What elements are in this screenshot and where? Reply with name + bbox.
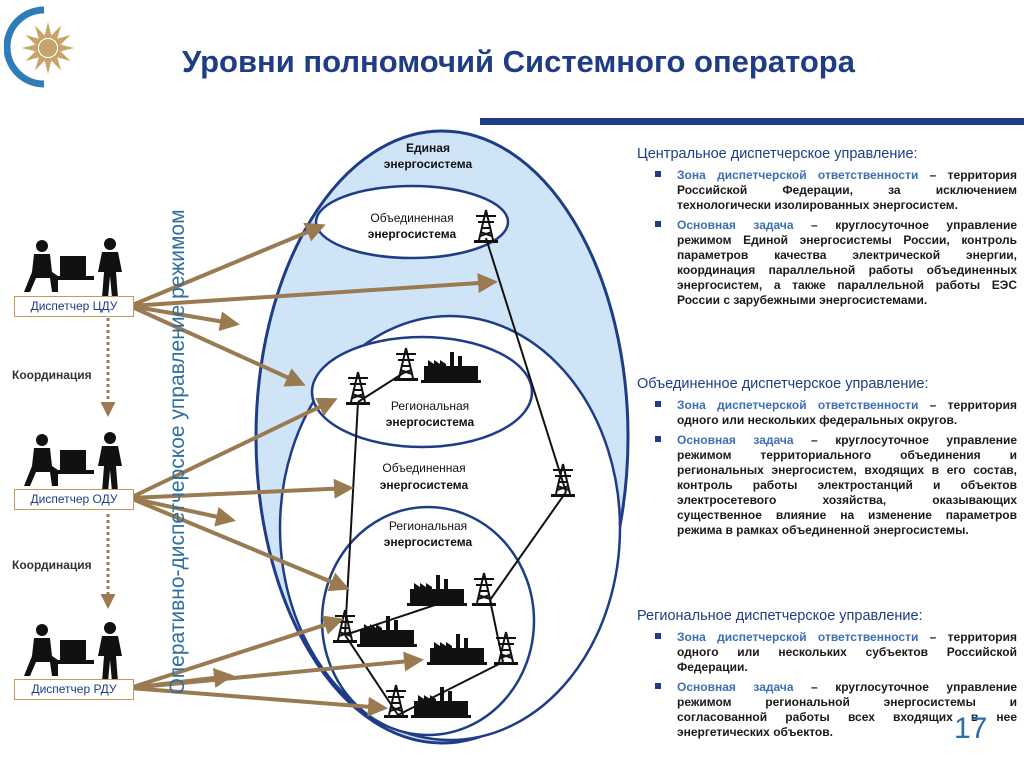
bullet-item: Зона диспетчерской ответственности – тер… (637, 168, 1017, 213)
dispatcher-odu-label: Диспетчер ОДУ (14, 489, 134, 510)
res-top-ellipse (310, 335, 534, 449)
dispatcher-rdu-label: Диспетчер РДУ (14, 679, 134, 700)
dispatcher-figure-icon (24, 238, 122, 298)
dispatcher-cdu-label: Диспетчер ЦДУ (14, 296, 134, 317)
control-arrows (129, 222, 498, 717)
oes-mid-label-2: энергосистема (380, 478, 469, 492)
bullet-item: Основная задача – круглосуточное управле… (637, 218, 1017, 308)
coordination-label: Координация (12, 368, 92, 382)
res-bottom-label-2: энергосистема (384, 535, 473, 549)
bullet-icon (655, 436, 661, 442)
oes-top-ellipse (314, 184, 510, 260)
res-top-label-1: Региональная (391, 399, 469, 413)
ues-label-1: Единая (406, 141, 450, 155)
oes-top-label-2: энергосистема (368, 227, 457, 241)
bullet-item: Зона диспетчерской ответственности – тер… (637, 398, 1017, 428)
oes-top-label-1: Объединенная (370, 211, 453, 225)
dispatcher-figure-icon (24, 622, 122, 682)
slide-number: 17 (954, 712, 988, 745)
bullet-icon (655, 171, 661, 177)
bullet-icon (655, 683, 661, 689)
bullet-item: Зона диспетчерской ответственности – тер… (637, 630, 1017, 675)
company-logo (4, 6, 74, 88)
bullet-icon (655, 221, 661, 227)
section-rdu: Региональное диспетчерское управление: З… (637, 608, 1017, 745)
section-odu: Объединенное диспетчерское управление: З… (637, 376, 1017, 543)
hierarchy-diagram: Единая энергосистема Объединенная энерго… (24, 129, 630, 745)
bullet-icon (655, 633, 661, 639)
title-underline (480, 118, 1024, 125)
dispatcher-figure-icon (24, 432, 122, 492)
ues-label-2: энергосистема (384, 157, 473, 171)
vertical-axis-label: Оперативно-диспетчерское управление режи… (166, 209, 189, 695)
bullet-item: Основная задача – круглосуточное управле… (637, 680, 1017, 740)
section-heading: Центральное диспетчерское управление: (637, 146, 918, 162)
section-heading: Региональное диспетчерское управление: (637, 608, 923, 624)
section-heading: Объединенное диспетчерское управление: (637, 376, 929, 392)
bullet-item: Основная задача – круглосуточное управле… (637, 433, 1017, 538)
res-bottom-label-1: Региональная (389, 519, 467, 533)
page-title: Уровни полномочий Системного оператора (182, 44, 855, 79)
coordination-label: Координация (12, 558, 92, 572)
section-cdu: Центральное диспетчерское управление: Зо… (637, 146, 1017, 313)
res-top-label-2: энергосистема (386, 415, 475, 429)
bullet-icon (655, 401, 661, 407)
oes-mid-label-1: Объединенная (382, 461, 465, 475)
